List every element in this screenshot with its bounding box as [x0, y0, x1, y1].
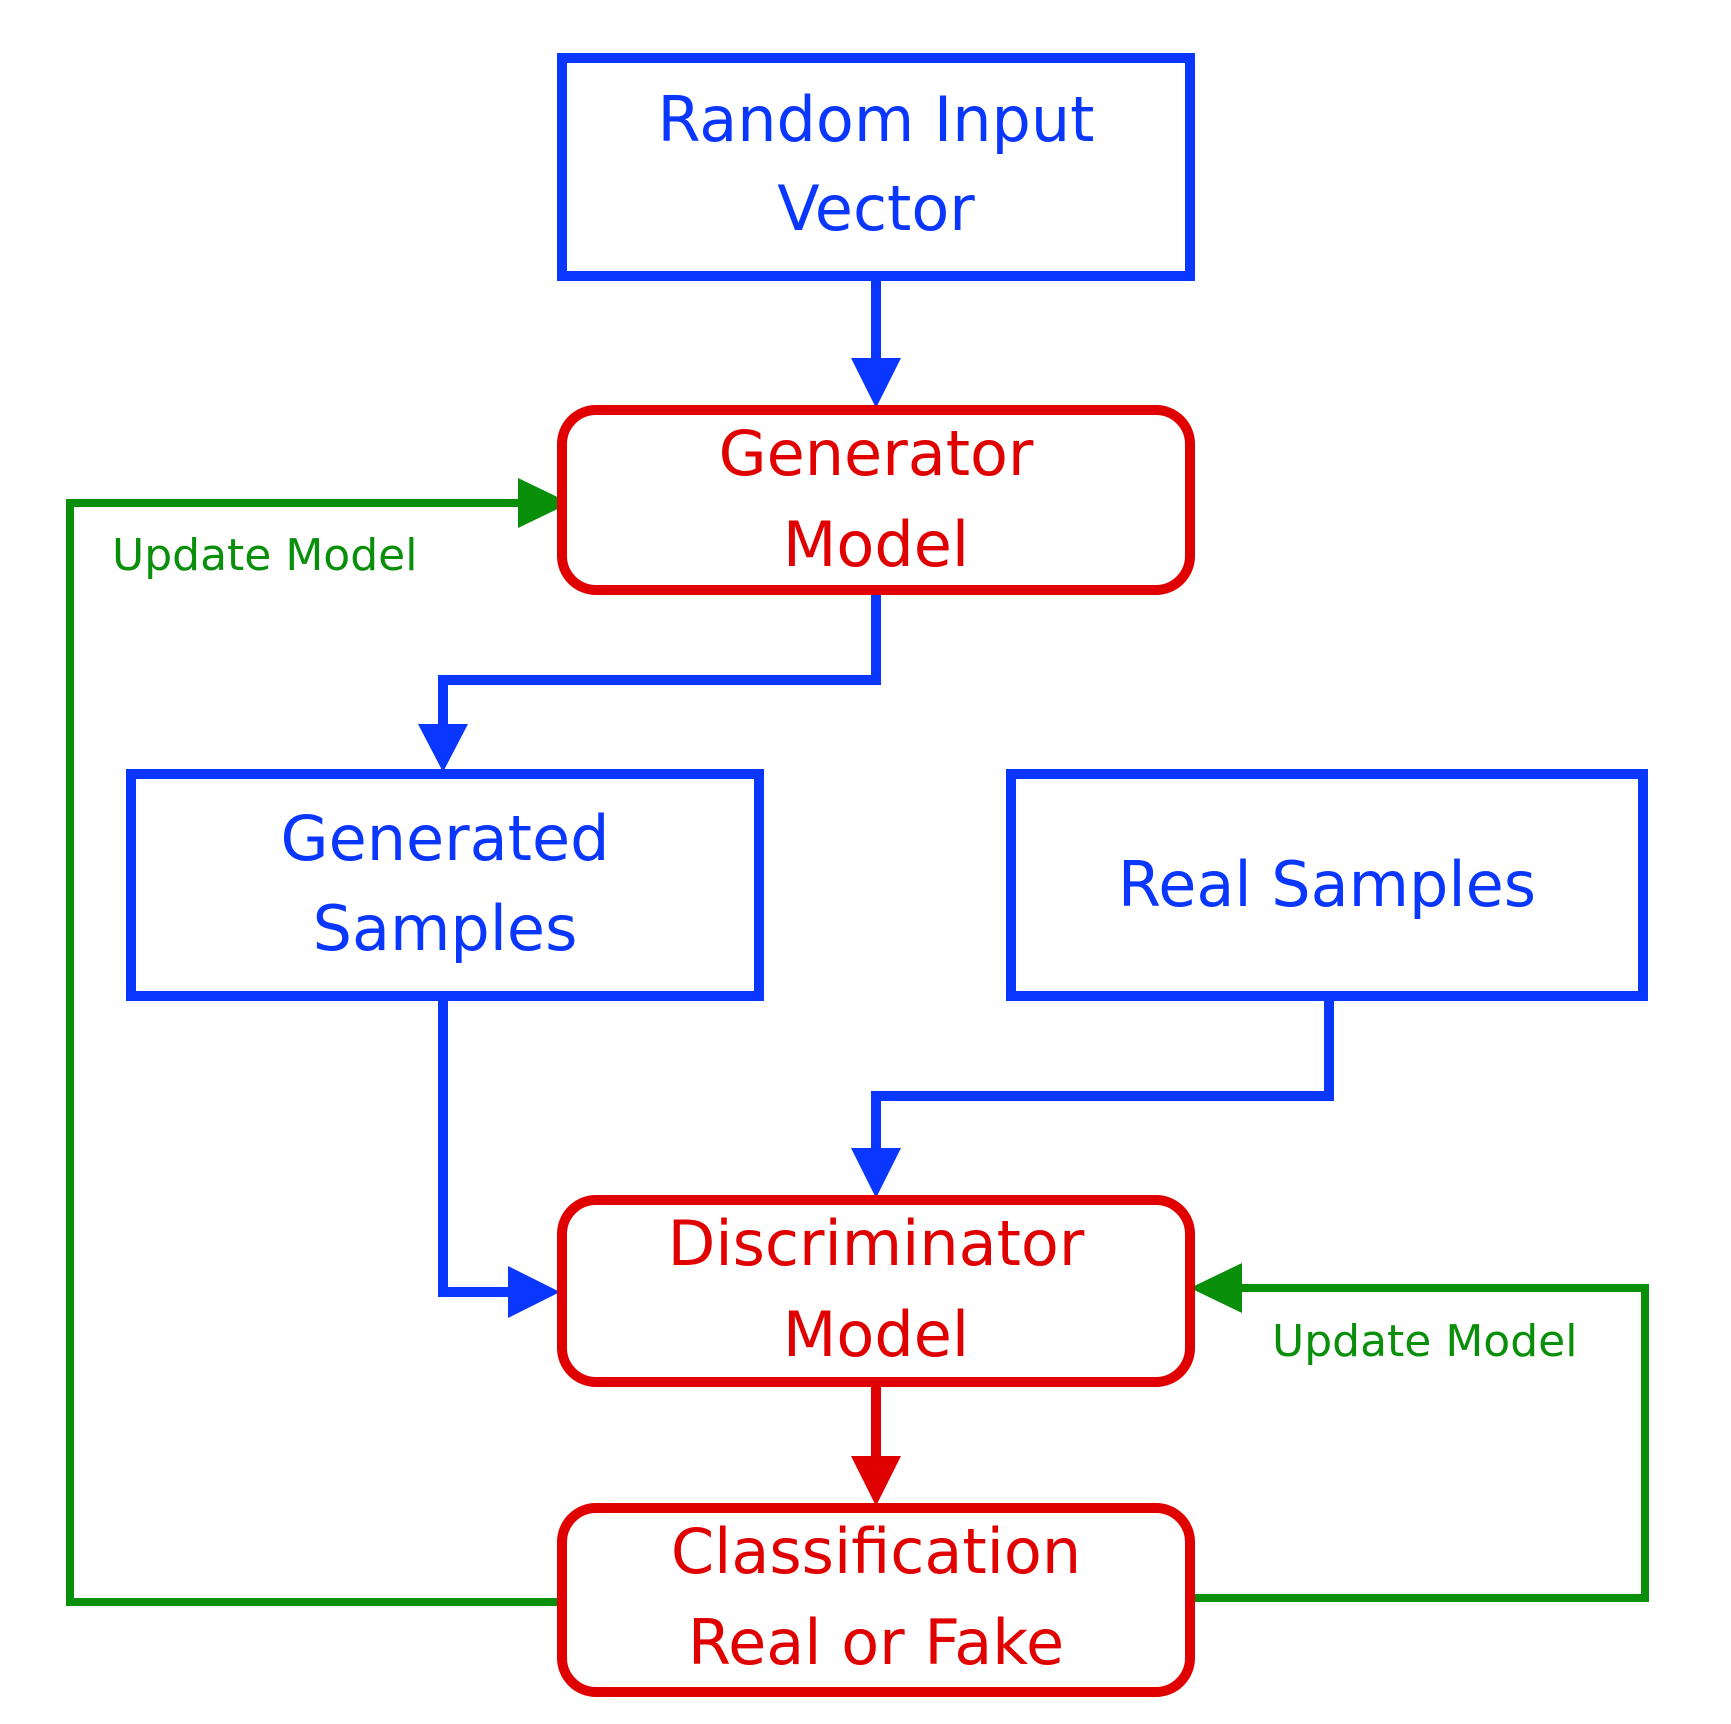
node-label-line2: Model — [783, 508, 969, 581]
node-label-line1: Generated — [281, 802, 610, 875]
update-discriminator-label: Update Model — [1272, 1316, 1577, 1367]
arrowhead-icon — [418, 724, 468, 772]
arrowhead-icon — [851, 358, 901, 408]
node-label-line1: Random Input — [658, 83, 1095, 156]
node-generator-model: Generator Model — [557, 405, 1195, 595]
edge-generated-samples-to-discriminator — [438, 996, 560, 1318]
node-label-line1: Generator — [719, 417, 1034, 490]
arrowhead-icon — [1190, 1263, 1242, 1313]
node-random-input-vector: Random Input Vector — [557, 53, 1195, 281]
arrowhead-icon — [851, 1456, 901, 1506]
edge-generator-to-generated-samples — [418, 590, 881, 772]
node-label-line1: Discriminator — [668, 1207, 1085, 1280]
node-label-line2: Samples — [313, 892, 578, 965]
edge-update-generator: Update Model — [66, 478, 570, 1606]
edge-real-samples-to-discriminator — [851, 996, 1334, 1198]
node-real-samples: Real Samples — [1006, 769, 1648, 1001]
node-label-line2: Vector — [777, 172, 975, 245]
node-label-line2: Real or Fake — [688, 1606, 1064, 1679]
node-label-line1: Real Samples — [1118, 848, 1536, 921]
node-label-line2: Model — [783, 1298, 969, 1371]
node-classification: Classification Real or Fake — [557, 1503, 1195, 1697]
arrowhead-icon — [518, 478, 570, 528]
arrowhead-icon — [851, 1148, 901, 1198]
arrowhead-icon — [508, 1266, 560, 1318]
edge-update-discriminator: Update Model — [1190, 1263, 1649, 1602]
node-label-line1: Classification — [671, 1515, 1081, 1588]
node-generated-samples: Generated Samples — [126, 769, 764, 1001]
edge-random-to-generator — [851, 276, 901, 408]
edge-discriminator-to-classification — [851, 1382, 901, 1506]
node-discriminator-model: Discriminator Model — [557, 1195, 1195, 1387]
update-generator-label: Update Model — [112, 530, 417, 581]
